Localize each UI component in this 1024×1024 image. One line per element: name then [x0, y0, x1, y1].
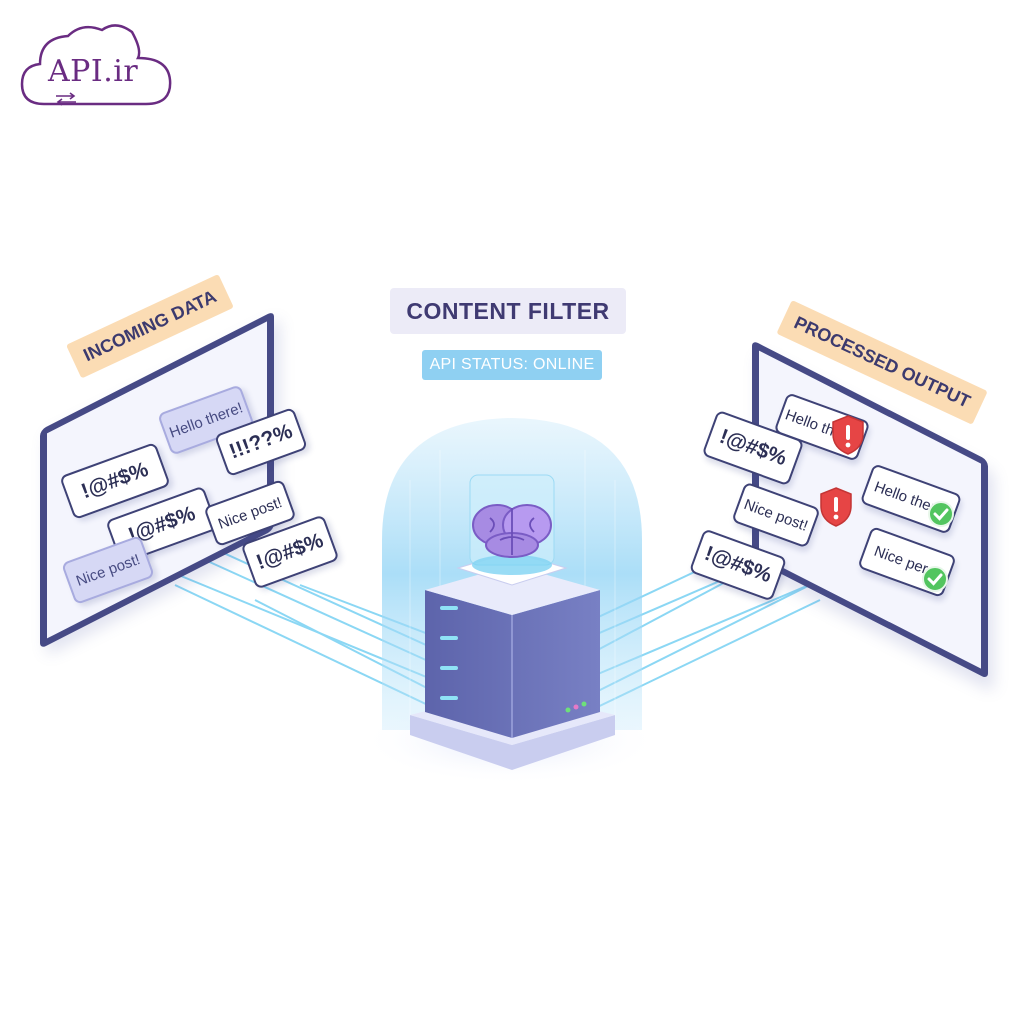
- api-status-badge: API STATUS: ONLINE: [422, 350, 602, 380]
- warning-shield-icon: [820, 487, 852, 527]
- content-filter-title-box: CONTENT FILTER: [390, 288, 626, 334]
- status-text: API STATUS: ONLINE: [429, 356, 595, 373]
- logo-text: API.ir: [48, 54, 139, 89]
- warning-shield-icon: [832, 415, 864, 455]
- page-title: CONTENT FILTER: [406, 297, 610, 324]
- swap-arrows-icon: [56, 92, 76, 106]
- check-icon: [928, 501, 954, 527]
- cloud-icon: [20, 24, 172, 106]
- api-ir-logo[interactable]: API.ir: [18, 18, 178, 114]
- brain-icon: [472, 504, 552, 558]
- check-icon: [922, 566, 948, 592]
